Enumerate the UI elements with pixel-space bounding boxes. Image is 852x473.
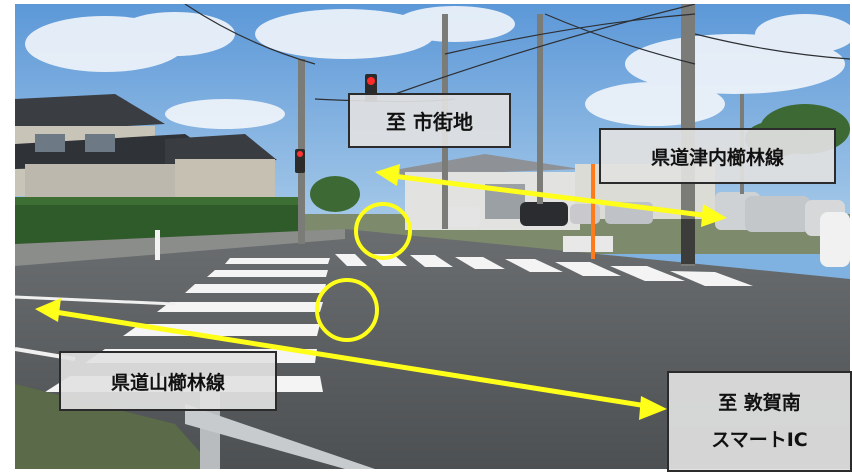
label-to-tsuruga-south: 至 敦賀南 スマートIC	[667, 371, 852, 472]
label-to-tsuruga-south-line2: スマートIC	[711, 428, 808, 451]
guardrail	[185, 404, 375, 469]
annotation-circle-near	[315, 278, 379, 342]
clouds	[25, 6, 850, 129]
parked-cars	[445, 192, 850, 267]
arrow-city-tsunai	[375, 164, 727, 227]
label-prefectural-road-yama: 県道山櫛林線	[59, 351, 277, 411]
arrow-yama-tsuruga	[35, 298, 667, 420]
pole-base-stripe	[681, 219, 695, 264]
label-to-city-center: 至 市街地	[348, 93, 511, 148]
lane-line	[15, 295, 176, 306]
road-barrier	[563, 236, 613, 252]
label-prefectural-road-tsunai: 県道津内櫛林線	[599, 128, 836, 184]
crosswalk-far	[335, 254, 753, 286]
label-prefectural-road-tsunai-text: 県道津内櫛林線	[650, 146, 784, 169]
annotation-circle-far	[354, 202, 412, 260]
label-prefectural-road-yama-text: 県道山櫛林線	[110, 371, 225, 394]
label-to-tsuruga-south-line1: 至 敦賀南	[718, 392, 801, 415]
sidewalk	[15, 229, 345, 266]
label-to-city-center-text: 至 市街地	[386, 110, 473, 134]
